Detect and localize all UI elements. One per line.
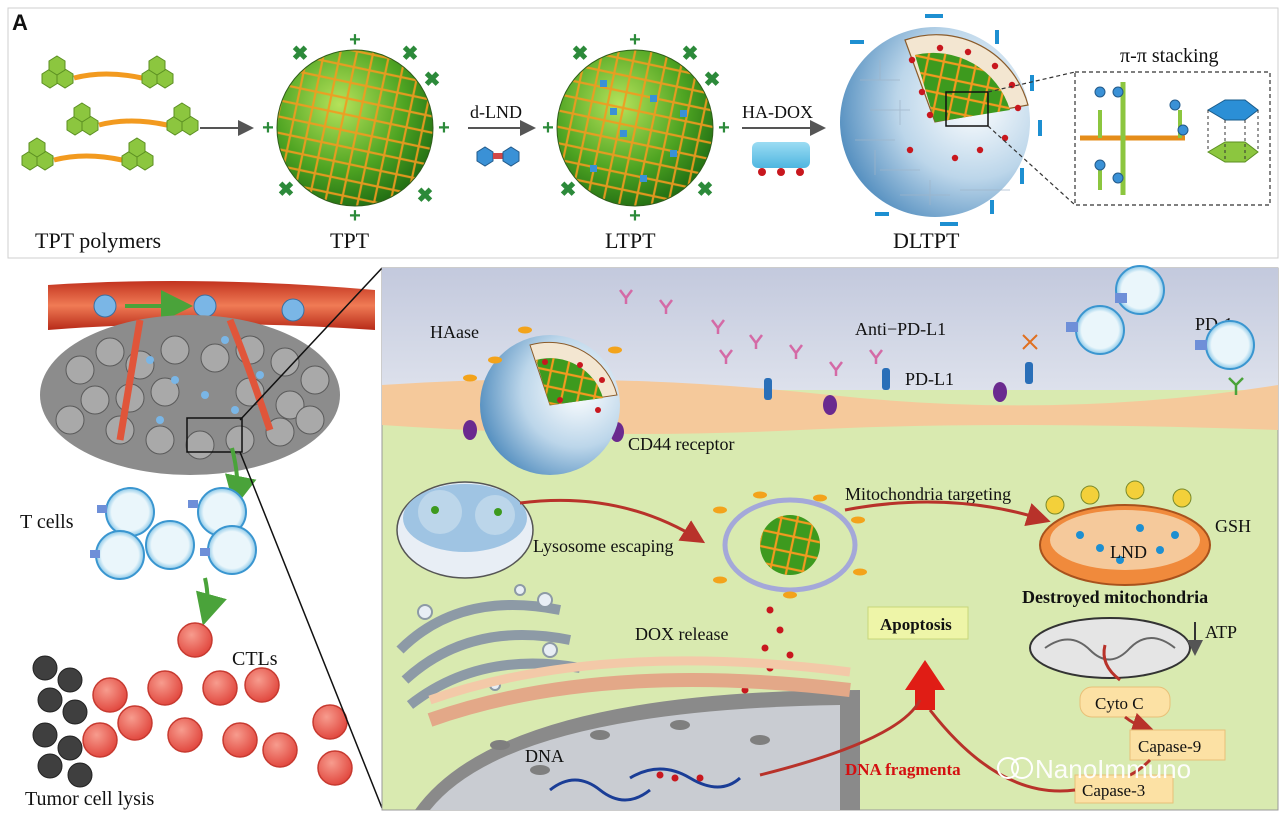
- tpt-polymer-2: [66, 102, 199, 136]
- gsh-label: GSH: [1215, 516, 1251, 536]
- ltpt-nanoparticle: ++++ ✖✖✖✖✖: [542, 29, 730, 227]
- dna-helix: [549, 767, 742, 802]
- svg-text:+: +: [349, 29, 361, 51]
- svg-text:+: +: [262, 117, 274, 139]
- lnd-label: LND: [1110, 542, 1147, 562]
- dltpt-nanoparticle: [840, 14, 1042, 226]
- svg-text:✖: ✖: [572, 43, 589, 65]
- svg-text:✖: ✖: [417, 185, 434, 207]
- pdl1-label: PD-L1: [905, 369, 954, 389]
- capase9-box: [1129, 729, 1226, 761]
- lnd-payload-dots: [590, 80, 687, 182]
- apoptosis-label: Apoptosis: [880, 615, 952, 634]
- zoom-line-bottom: [987, 125, 1076, 206]
- svg-text:✖: ✖: [697, 179, 714, 201]
- anti-pdl1-group: [619, 289, 883, 376]
- svg-text:✖: ✖: [704, 69, 721, 91]
- t-cells-label: T cells: [20, 511, 74, 533]
- t-cell-group: [90, 487, 257, 580]
- haase-label: HAase: [430, 322, 479, 342]
- anti-pdl1-label: Anti−PD-L1: [855, 319, 946, 339]
- negative-charge-group: [850, 14, 1042, 226]
- capase9-label: Capase-9: [1138, 737, 1201, 756]
- tpt-polymer-1: [41, 55, 174, 89]
- escaping-particle: [713, 491, 867, 599]
- stacking-label: π-π stacking: [1120, 45, 1219, 67]
- dltpt-at-membrane: [463, 326, 622, 475]
- blocked-icon: [1022, 334, 1038, 350]
- lysed-tumor-cells: [32, 655, 93, 788]
- svg-text:✖: ✖: [560, 179, 577, 201]
- capase3-label: Capase-3: [1082, 781, 1145, 800]
- vessel-nanoparticles: [93, 294, 305, 322]
- capase3-box: [1074, 774, 1174, 804]
- svg-text:+: +: [349, 205, 361, 227]
- ha-shell-texture: [855, 60, 1010, 205]
- hadox-icon: [752, 142, 810, 176]
- dna-frag-label: DNA fragmenta: [845, 760, 961, 779]
- apoptosis-arrow: [905, 660, 945, 710]
- zoom-line-b1: [239, 267, 383, 421]
- mitochondrion: [1039, 480, 1211, 586]
- panel-a-letter: A: [12, 10, 28, 35]
- hadox-label: HA-DOX: [742, 102, 813, 122]
- svg-text:✖: ✖: [424, 69, 441, 91]
- tumor-microenvironment: T cells CTLs Tumor cell lysis: [8, 265, 383, 810]
- stacking-inset: [1074, 71, 1271, 206]
- dna-label: DNA: [525, 746, 564, 766]
- tpt-label: TPT: [330, 228, 370, 253]
- svg-text:+: +: [542, 117, 554, 139]
- cd44-label: CD44 receptor: [628, 434, 734, 454]
- panel-b: B: [8, 265, 1279, 811]
- atp-label: ATP: [1205, 622, 1237, 642]
- zoom-line-top: [987, 71, 1076, 93]
- positive-charge-group-2: ++++ ✖✖✖✖✖: [542, 29, 730, 227]
- golgi-apparatus: [396, 600, 581, 709]
- svg-text:✖: ✖: [292, 43, 309, 65]
- svg-text:+: +: [438, 117, 450, 139]
- cell-zoom-panel: HAase Anti−PD-L1 PD-L1 PD-1: [381, 265, 1279, 811]
- ltpt-label: LTPT: [605, 228, 656, 253]
- tpt-nanoparticle: ++++ ✖✖✖✖✖.: [262, 29, 450, 227]
- zoom-box: [945, 91, 989, 127]
- svg-text:+: +: [718, 117, 730, 139]
- tpt-polymer-group: [21, 55, 199, 171]
- cyto-c-label: Cyto C: [1095, 694, 1144, 713]
- svg-text:+: +: [629, 205, 641, 227]
- svg-text:✖: ✖: [278, 179, 295, 201]
- svg-text:✖: ✖: [682, 43, 699, 65]
- watermark-text: NanoImmuno: [1035, 754, 1191, 784]
- lysosome-label: Lysosome escaping: [533, 536, 673, 556]
- svg-text:+: +: [629, 29, 641, 51]
- zoom-line-b2: [239, 451, 383, 809]
- dlnd-molecule-icon: [476, 146, 520, 167]
- tpt-polymer-3: [21, 137, 154, 171]
- dox-release-label: DOX release: [635, 624, 728, 644]
- dltpt-label: DLTPT: [893, 228, 960, 253]
- dox-dots: [906, 44, 1022, 162]
- tumor-lysis-label: Tumor cell lysis: [25, 788, 154, 810]
- svg-text:✖: ✖: [402, 43, 419, 65]
- tumor-tissue: [40, 315, 340, 475]
- panel-a: A: [7, 7, 1279, 259]
- ctls-label: CTLs: [232, 648, 278, 670]
- watermark: NanoImmuno: [997, 754, 1191, 784]
- positive-charge-group: ++++ ✖✖✖✖✖.: [262, 29, 450, 227]
- pd1-tcells: [1066, 265, 1255, 370]
- apoptosis-box: [867, 606, 969, 640]
- destroyed-mito-label: Destroyed mitochondria: [1022, 587, 1208, 607]
- tpt-polymers-label: TPT polymers: [35, 228, 161, 253]
- mito-targeting-label: Mitochondria targeting: [845, 484, 1011, 504]
- dlnd-label: d-LND: [470, 102, 522, 122]
- nucleus: [415, 656, 860, 810]
- ctl-cell-group: [82, 622, 353, 786]
- pdl1-receptors: [764, 362, 1033, 400]
- lysosome: [396, 481, 534, 579]
